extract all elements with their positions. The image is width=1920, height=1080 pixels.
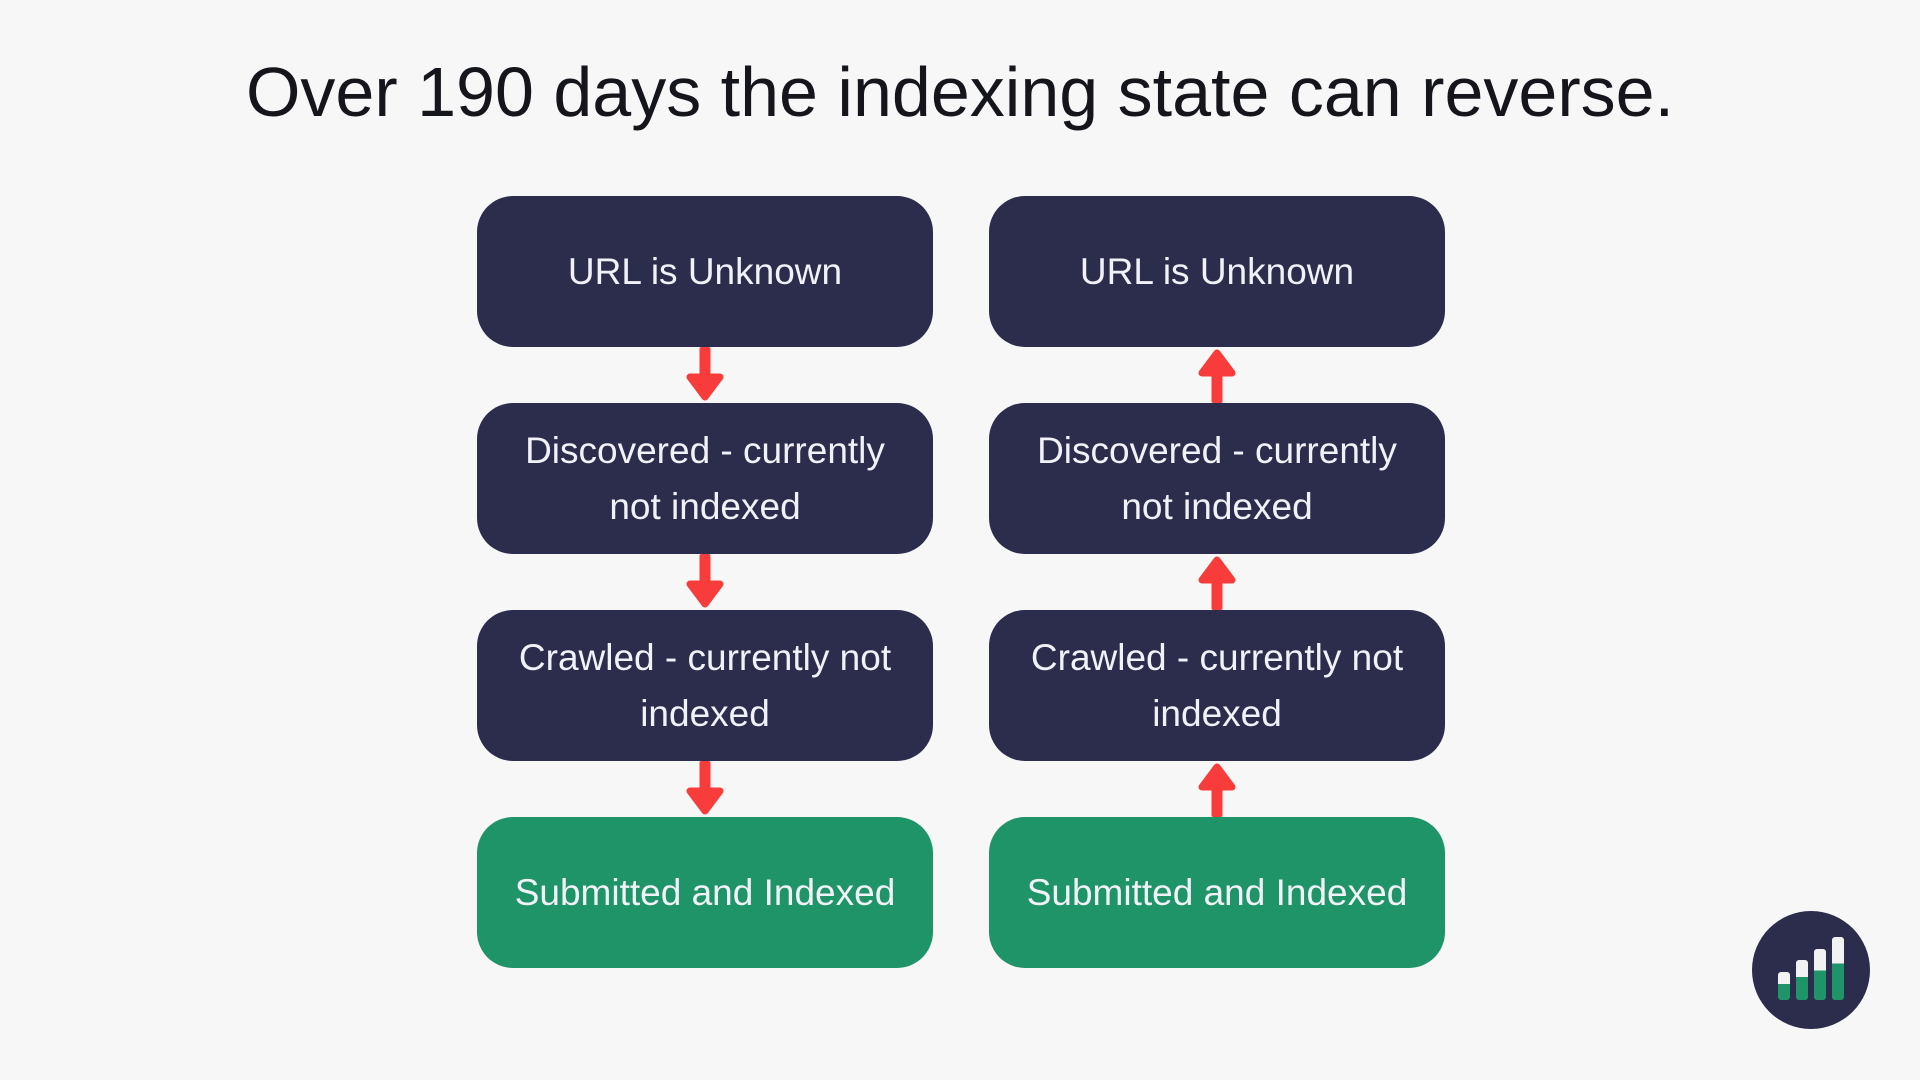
arrow-down-icon: [477, 554, 933, 610]
arrow-down-icon: [477, 761, 933, 817]
bar-chart-icon: [1778, 937, 1844, 1000]
brand-logo: [1752, 911, 1870, 1029]
step-discovered: Discovered - currently not indexed: [477, 403, 933, 554]
step-submitted-indexed: Submitted and Indexed: [989, 817, 1445, 968]
page-title: Over 190 days the indexing state can rev…: [245, 53, 1675, 131]
flow-column-forward: URL is Unknown Discovered - currently no…: [477, 196, 933, 968]
step-crawled: Crawled - currently not indexed: [989, 610, 1445, 761]
logo-bar: [1832, 937, 1844, 1000]
arrow-up-icon: [989, 761, 1445, 817]
step-crawled: Crawled - currently not indexed: [477, 610, 933, 761]
arrow-up-icon: [989, 554, 1445, 610]
logo-bar: [1814, 949, 1826, 1000]
arrow-down-icon: [477, 347, 933, 403]
flow-column-reverse: URL is Unknown Discovered - currently no…: [989, 196, 1445, 968]
step-url-unknown: URL is Unknown: [477, 196, 933, 347]
step-discovered: Discovered - currently not indexed: [989, 403, 1445, 554]
arrow-up-icon: [989, 347, 1445, 403]
step-url-unknown: URL is Unknown: [989, 196, 1445, 347]
logo-bar: [1778, 972, 1790, 1000]
step-submitted-indexed: Submitted and Indexed: [477, 817, 933, 968]
logo-bar: [1796, 960, 1808, 1000]
